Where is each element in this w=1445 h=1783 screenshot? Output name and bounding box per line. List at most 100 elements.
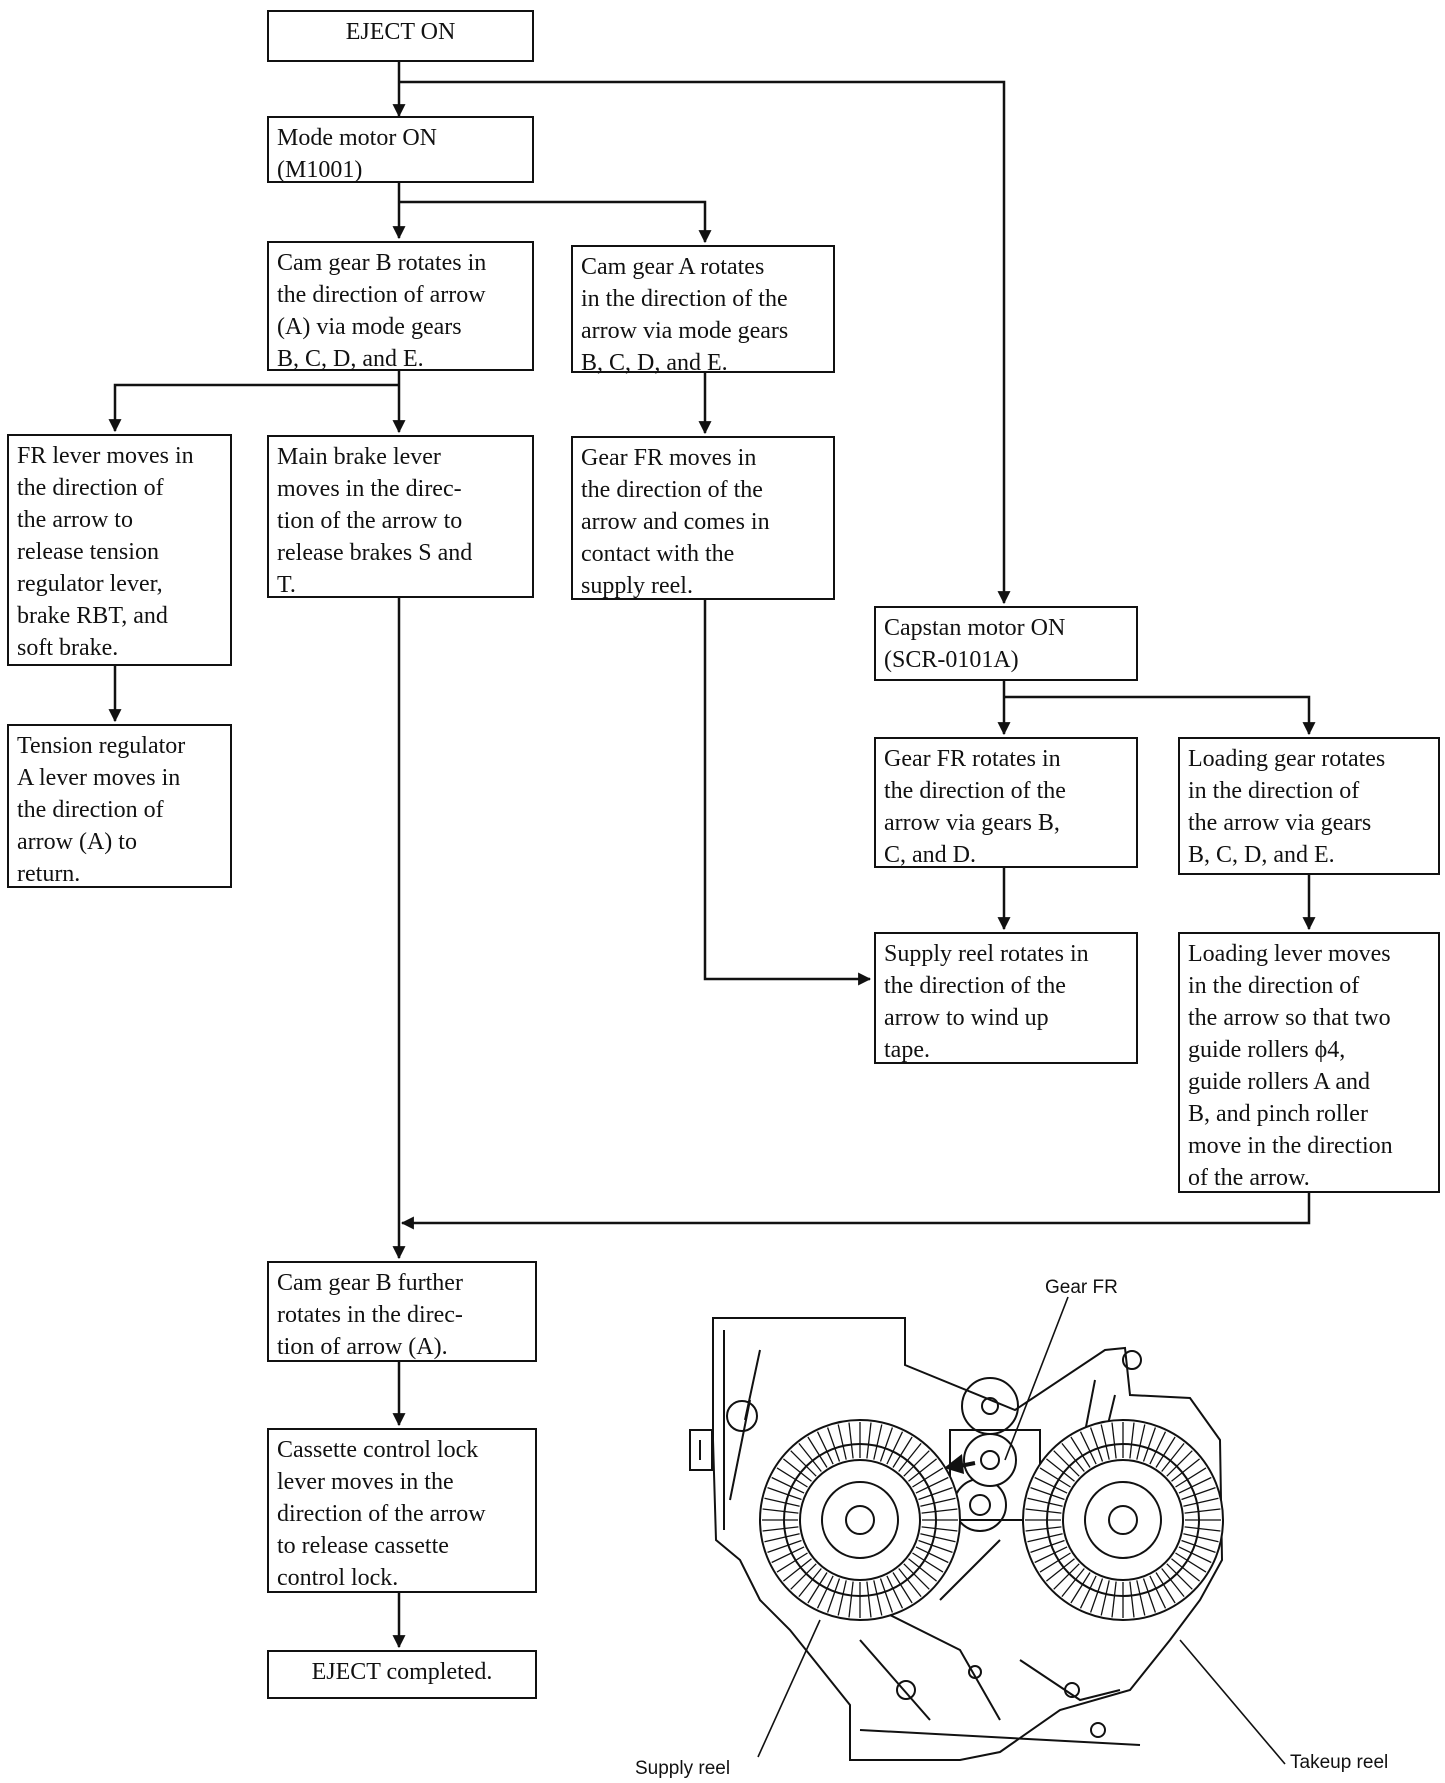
reel-tooth	[1089, 1578, 1104, 1613]
capstan-motor-box: Capstan motor ON (SCR-0101A)	[874, 606, 1138, 681]
cassette-lock-box: Cassette control lock lever moves in the…	[267, 1428, 537, 1593]
reel-tooth	[1178, 1546, 1212, 1564]
reel-tooth	[826, 1578, 841, 1613]
reel-tooth	[886, 1575, 904, 1609]
reel-tooth	[1100, 1580, 1110, 1616]
reel-tooth	[782, 1558, 812, 1582]
takeup-reel-part	[1022, 1419, 1224, 1621]
reel-tooth	[873, 1580, 883, 1616]
reel-tooth	[1166, 1450, 1193, 1477]
loading-lever-box: Loading lever moves in the direction of …	[1178, 932, 1440, 1193]
arrow-eject-to-capstan	[399, 80, 1011, 605]
supply-reel-leader	[757, 1619, 821, 1758]
reel-tooth	[1061, 1568, 1085, 1598]
supply-reel-part	[759, 1419, 961, 1621]
reel-tooth	[912, 1467, 944, 1488]
takeup-reel-leader	[1179, 1639, 1286, 1765]
reel-tooth	[1129, 1581, 1135, 1618]
reel-tooth	[1089, 1427, 1104, 1462]
reel-tooth	[771, 1476, 805, 1494]
reel-tooth	[767, 1486, 802, 1501]
reel-tooth	[1045, 1458, 1075, 1482]
reel-tooth	[1171, 1458, 1201, 1482]
mode-motor-box: Mode motor ON (M1001)	[267, 116, 534, 183]
reel-tooth	[1136, 1424, 1146, 1460]
reel-tooth	[1129, 1422, 1135, 1459]
reel-tooth	[782, 1458, 812, 1482]
reel-tooth	[807, 1572, 828, 1604]
reel-tooth	[1183, 1497, 1219, 1507]
arrow-loading-lever-to-main	[400, 1193, 1311, 1230]
reel-tooth	[1045, 1558, 1075, 1582]
arrow-cam-b-to-fr-lever	[108, 383, 399, 433]
arrow-capstan-to-loading-gear	[1004, 695, 1316, 736]
reel-tooth	[1030, 1539, 1065, 1554]
reel-tooth	[915, 1476, 949, 1494]
cam-gear-b-further-box: Cam gear B further rotates in the direc-…	[267, 1261, 537, 1362]
reel-tooth	[1111, 1581, 1117, 1618]
reel-tooth	[762, 1526, 799, 1532]
reel-tooth	[776, 1467, 808, 1488]
reel-tooth	[879, 1427, 894, 1462]
fr-lever-box: FR lever moves in the direction of the a…	[7, 434, 232, 666]
reel-tooth	[767, 1539, 802, 1554]
gear-fr-moves-box: Gear FR moves in the direction of the ar…	[571, 436, 835, 600]
reel-tooth	[873, 1424, 883, 1460]
gear-fr-part	[944, 1433, 1017, 1487]
reel-tooth	[1183, 1533, 1219, 1543]
reel-tooth	[1155, 1436, 1176, 1468]
gear-fr-rotates-box: Gear FR rotates in the direction of the …	[874, 737, 1138, 868]
reel-tooth	[1030, 1486, 1065, 1501]
reel-tooth	[1111, 1422, 1117, 1459]
reel-tooth	[918, 1539, 953, 1554]
reel-tooth	[1149, 1431, 1167, 1465]
reel-tooth	[1155, 1572, 1176, 1604]
reel-tooth	[1025, 1526, 1062, 1532]
reel-tooth	[837, 1580, 847, 1616]
reel-tooth	[1053, 1563, 1080, 1590]
reel-tooth	[790, 1450, 817, 1477]
reel-tooth	[1136, 1580, 1146, 1616]
reel-tooth	[879, 1578, 894, 1613]
reel-tooth	[848, 1581, 854, 1618]
reel-tooth	[762, 1508, 799, 1514]
reel-tooth	[1175, 1467, 1207, 1488]
reel-tooth	[892, 1436, 913, 1468]
loading-gear-box: Loading gear rotates in the direction of…	[1178, 737, 1440, 875]
main-brake-box: Main brake lever moves in the direc- tio…	[267, 435, 534, 598]
reel-tooth	[1100, 1424, 1110, 1460]
reel-tooth	[1149, 1575, 1167, 1609]
reel-tooth	[1027, 1497, 1063, 1507]
reel-tooth	[1025, 1508, 1062, 1514]
reel-tooth	[798, 1568, 822, 1598]
reel-tooth	[898, 1442, 922, 1472]
supply-reel-label: Supply reel	[635, 1758, 731, 1779]
eject-completed-box: EJECT completed.	[267, 1650, 537, 1699]
supply-reel-rotates-box: Supply reel rotates in the direction of …	[874, 932, 1138, 1064]
reel-tooth	[1039, 1467, 1071, 1488]
reel-tooth	[898, 1568, 922, 1598]
reel-tooth	[1070, 1436, 1091, 1468]
reel-tooth	[1166, 1563, 1193, 1590]
reel-tooth	[826, 1427, 841, 1462]
reel-tooth	[816, 1431, 834, 1465]
reel-tooth	[1070, 1572, 1091, 1604]
reel-tooth	[1061, 1442, 1085, 1472]
reel-tooth	[764, 1497, 800, 1507]
reel-tooth	[908, 1458, 938, 1482]
reel-tooth	[892, 1572, 913, 1604]
reel-tooth	[921, 1508, 958, 1514]
gear-fr-label: Gear FR	[1045, 1277, 1118, 1298]
reel-tooth	[807, 1436, 828, 1468]
reel-tooth	[837, 1424, 847, 1460]
reel-tooth	[920, 1533, 956, 1543]
reel-tooth	[920, 1497, 956, 1507]
reel-tooth	[1175, 1552, 1207, 1573]
reel-tooth	[1027, 1533, 1063, 1543]
reel-tooth	[1171, 1558, 1201, 1582]
reel-tooth	[915, 1546, 949, 1564]
reel-tooth	[866, 1581, 872, 1618]
reel-tooth	[776, 1552, 808, 1573]
reel-tooth	[1034, 1546, 1068, 1564]
